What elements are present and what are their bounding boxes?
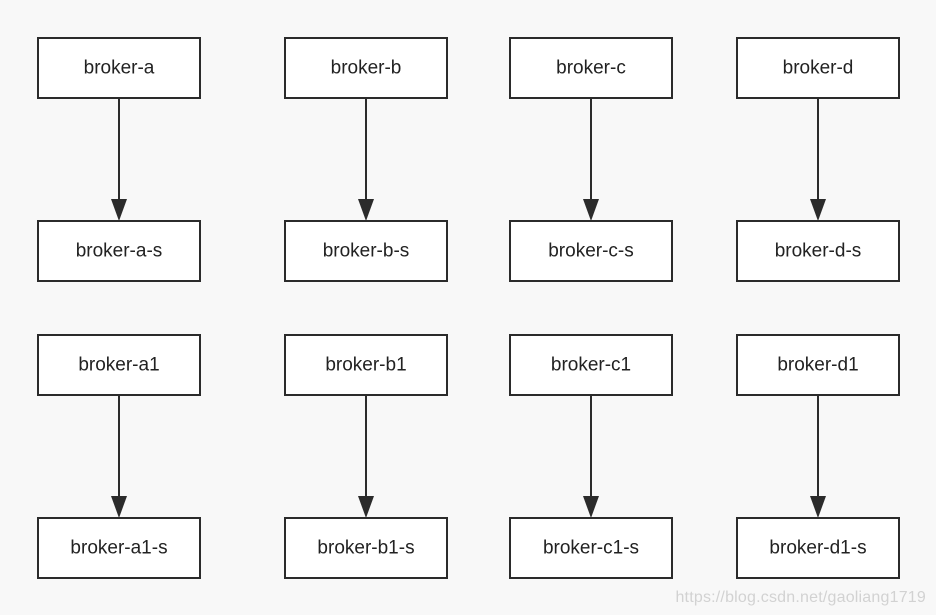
node-broker-b1-s: broker-b1-s xyxy=(284,517,448,579)
node-broker-c1: broker-c1 xyxy=(509,334,673,396)
node-broker-b-s: broker-b-s xyxy=(284,220,448,282)
node-label: broker-d xyxy=(783,58,854,79)
arrowhead-icon xyxy=(358,199,374,221)
node-broker-c-s: broker-c-s xyxy=(509,220,673,282)
node-broker-d1: broker-d1 xyxy=(736,334,900,396)
node-box xyxy=(736,334,900,396)
node-broker-a: broker-a xyxy=(37,37,201,99)
node-box xyxy=(736,517,900,579)
node-broker-a1: broker-a1 xyxy=(37,334,201,396)
arrowhead-icon xyxy=(111,199,127,221)
node-box xyxy=(37,37,201,99)
node-label: broker-d1-s xyxy=(769,538,866,559)
node-broker-c: broker-c xyxy=(509,37,673,99)
node-label: broker-a1-s xyxy=(70,538,167,559)
arrowhead-icon xyxy=(583,199,599,221)
node-broker-d1-s: broker-d1-s xyxy=(736,517,900,579)
arrowhead-icon xyxy=(810,496,826,518)
node-broker-b1: broker-b1 xyxy=(284,334,448,396)
node-box xyxy=(37,517,201,579)
arrowhead-icon xyxy=(358,496,374,518)
node-box xyxy=(736,37,900,99)
node-label: broker-d-s xyxy=(775,241,862,262)
node-box xyxy=(284,220,448,282)
node-box xyxy=(736,220,900,282)
node-broker-b: broker-b xyxy=(284,37,448,99)
node-box xyxy=(284,517,448,579)
node-label: broker-a-s xyxy=(76,241,163,262)
node-broker-a1-s: broker-a1-s xyxy=(37,517,201,579)
node-broker-c1-s: broker-c1-s xyxy=(509,517,673,579)
node-label: broker-d1 xyxy=(777,355,858,376)
node-label: broker-b xyxy=(331,58,402,79)
node-label: broker-c1-s xyxy=(543,538,639,559)
node-label: broker-a1 xyxy=(78,355,159,376)
node-box xyxy=(284,37,448,99)
node-label: broker-c1 xyxy=(551,355,631,376)
node-box xyxy=(284,334,448,396)
node-box xyxy=(37,220,201,282)
node-box xyxy=(509,220,673,282)
node-label: broker-b1 xyxy=(325,355,406,376)
node-label: broker-c xyxy=(556,58,626,79)
watermark: https://blog.csdn.net/gaoliang1719 xyxy=(675,589,926,606)
node-box xyxy=(509,334,673,396)
arrowhead-icon xyxy=(583,496,599,518)
node-broker-d-s: broker-d-s xyxy=(736,220,900,282)
node-label: broker-c-s xyxy=(548,241,634,262)
node-broker-d: broker-d xyxy=(736,37,900,99)
node-label: broker-b1-s xyxy=(317,538,414,559)
node-broker-a-s: broker-a-s xyxy=(37,220,201,282)
arrowhead-icon xyxy=(111,496,127,518)
arrowhead-icon xyxy=(810,199,826,221)
node-box xyxy=(37,334,201,396)
node-box xyxy=(509,517,673,579)
node-label: broker-b-s xyxy=(323,241,410,262)
node-box xyxy=(509,37,673,99)
node-label: broker-a xyxy=(84,58,155,79)
